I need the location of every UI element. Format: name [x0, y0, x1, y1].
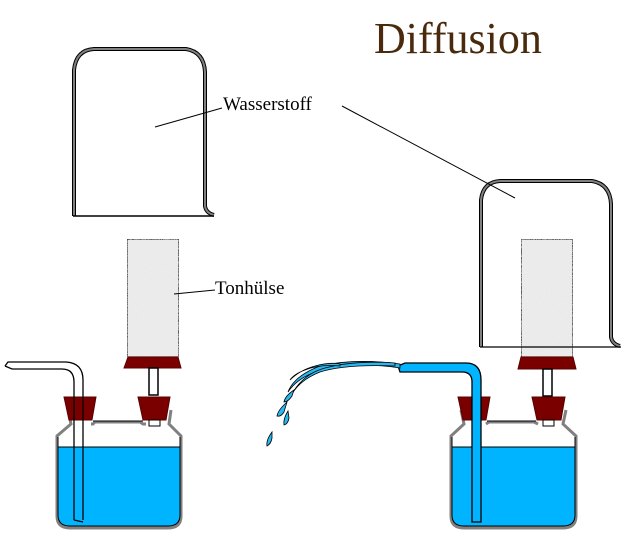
- diagram-title: Diffusion: [374, 14, 542, 63]
- left-apparatus: [4, 47, 215, 530]
- right-cylinder-stopper: [517, 356, 577, 370]
- water-jet: [287, 361, 401, 395]
- right-bottle-stopper-2: [531, 396, 566, 421]
- left-water: [58, 447, 180, 526]
- right-water: [452, 447, 575, 526]
- label-gas-group: Wasserstoff: [154, 94, 516, 199]
- water-drops: [266, 389, 295, 447]
- left-cylinder-stopper: [123, 356, 182, 369]
- left-bottle-stopper-2: [137, 396, 171, 421]
- left-bottle-stopper-1: [63, 396, 97, 421]
- left-bent-tube: [4, 361, 84, 523]
- right-clay-cylinder: [520, 238, 574, 358]
- right-bent-tube: [397, 362, 482, 523]
- right-apparatus: [266, 179, 621, 530]
- left-bottle: [55, 409, 183, 530]
- label-cylinder-group: Tonhülse: [173, 278, 284, 299]
- label-gas: Wasserstoff: [223, 94, 313, 115]
- right-beaker: [479, 179, 621, 348]
- left-beaker: [72, 47, 215, 217]
- left-clay-cylinder: [126, 238, 180, 358]
- label-cylinder: Tonhülse: [215, 278, 284, 299]
- right-bottle: [449, 409, 578, 530]
